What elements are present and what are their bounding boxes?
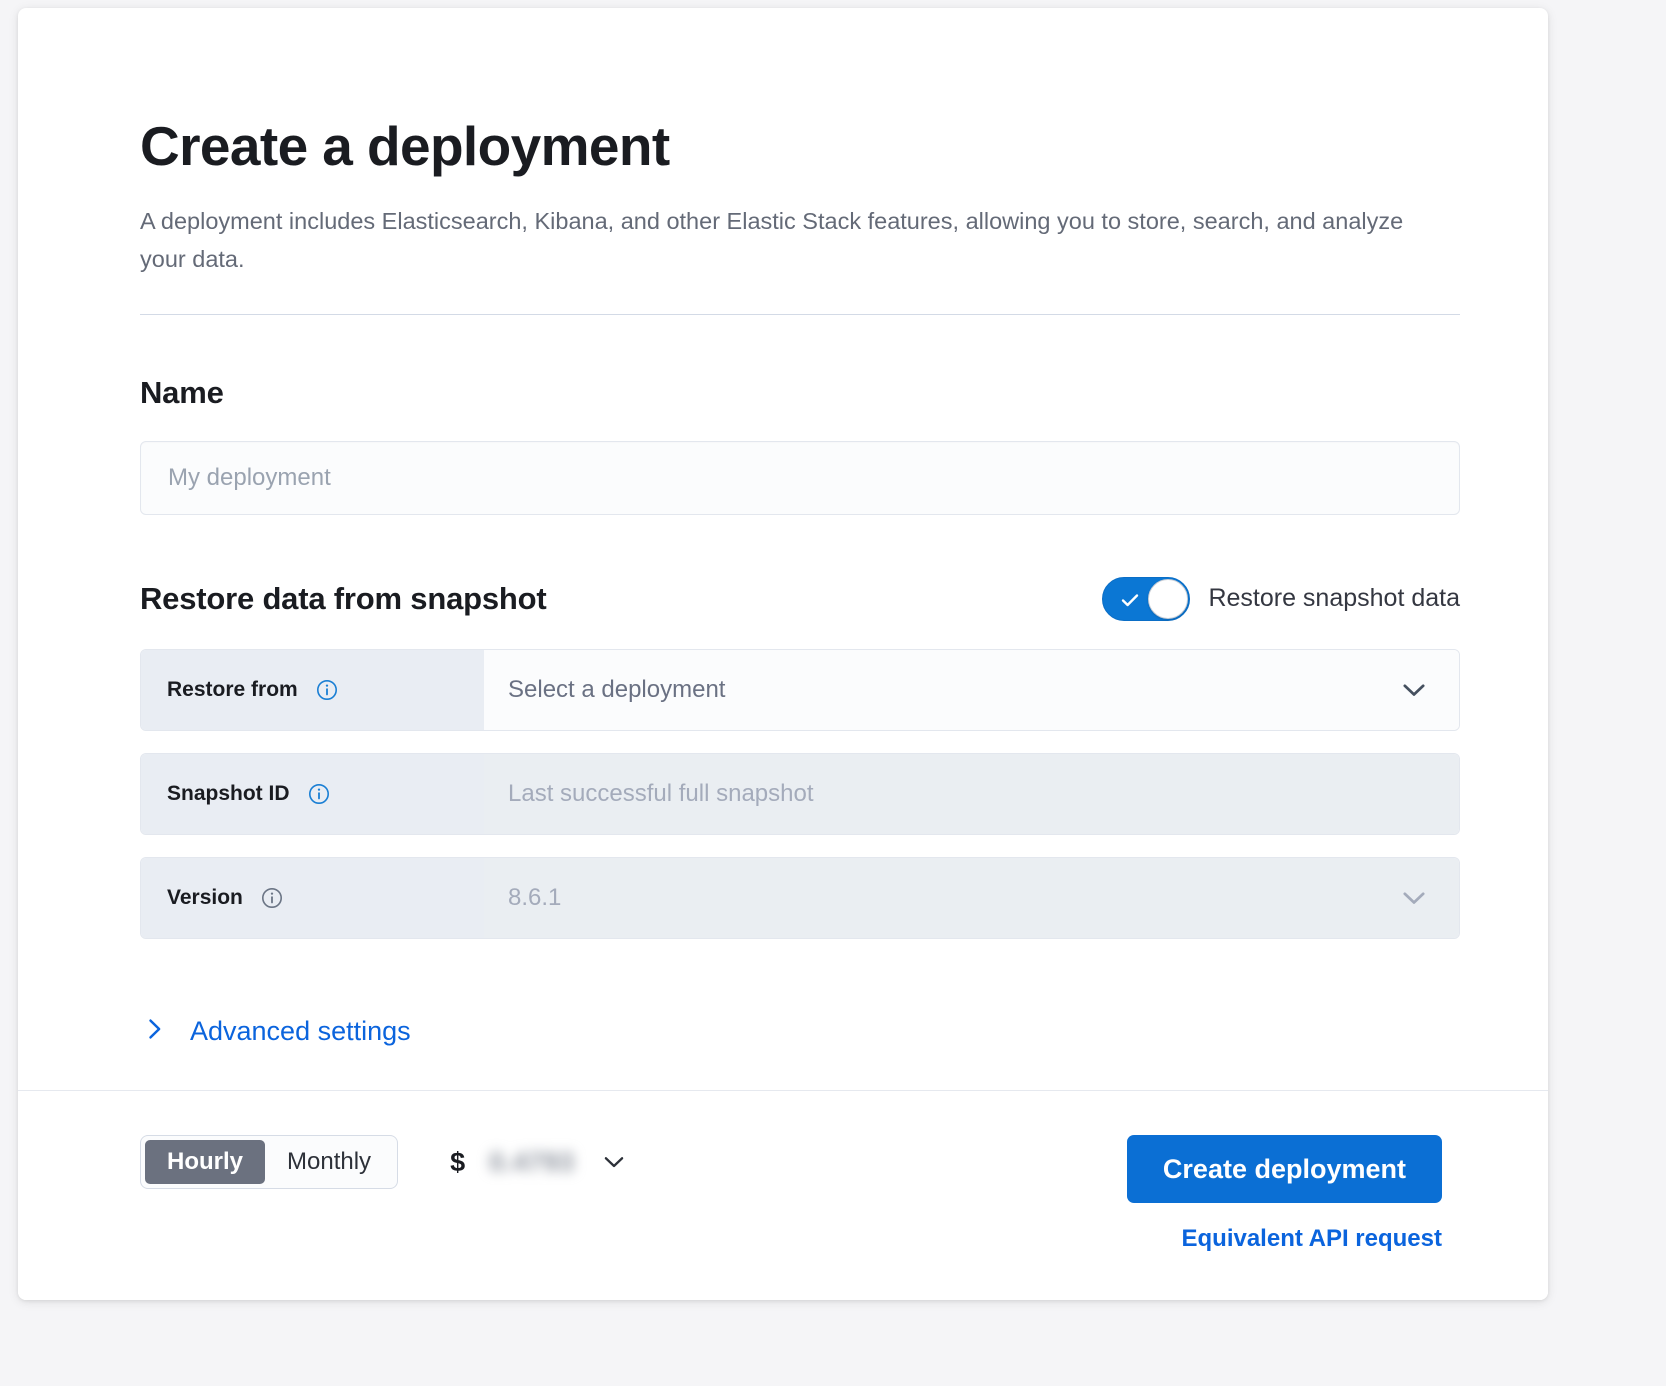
snapshot-id-value: Last successful full snapshot (508, 779, 814, 807)
chevron-right-icon (140, 1015, 168, 1048)
restore-snapshot-toggle[interactable] (1102, 576, 1191, 621)
name-section: Name My deployment (140, 375, 1460, 515)
create-deployment-card: Create a deployment A deployment include… (18, 8, 1548, 1300)
footer-inner: Hourly Monthly $ 0.4793 Crea (140, 1091, 1442, 1300)
restore-from-label: Restore from (167, 677, 298, 701)
restore-section-header: Restore data from snapshot Restore snaps… (140, 576, 1460, 621)
version-row: Version 8.6.1 (140, 856, 1460, 939)
snapshot-id-label-cell: Snapshot ID (141, 753, 484, 834)
snapshot-id-field: Last successful full snapshot (484, 753, 1459, 834)
check-icon (1122, 594, 1139, 607)
deployment-name-input[interactable]: My deployment (140, 440, 1460, 515)
restore-section-title: Restore data from snapshot (140, 580, 547, 616)
restore-from-label-cell: Restore from (141, 649, 484, 730)
chevron-down-icon[interactable] (599, 1147, 629, 1177)
page-title: Create a deployment (140, 115, 670, 177)
advanced-settings-label: Advanced settings (190, 1015, 411, 1046)
price-value: 0.4793 (489, 1146, 575, 1177)
price-display[interactable]: $ 0.4793 (450, 1147, 629, 1178)
advanced-settings-toggle[interactable]: Advanced settings (140, 1015, 411, 1048)
currency-symbol: $ (450, 1146, 466, 1177)
version-value: 8.6.1 (508, 883, 562, 911)
version-field: 8.6.1 (484, 857, 1459, 938)
chevron-down-icon[interactable] (1397, 673, 1431, 707)
billing-period-segmented-control[interactable]: Hourly Monthly (140, 1135, 399, 1189)
toggle-knob (1148, 578, 1189, 619)
snapshot-id-row: Snapshot ID Last successful full snapsho… (140, 752, 1460, 835)
create-deployment-button[interactable]: Create deployment (1126, 1135, 1442, 1203)
snapshot-id-label: Snapshot ID (167, 781, 290, 805)
restore-from-value: Select a deployment (508, 675, 726, 703)
restore-from-field[interactable]: Select a deployment (484, 649, 1459, 730)
chevron-down-icon (1397, 881, 1431, 915)
content-column: Create a deployment A deployment include… (140, 115, 1460, 1048)
restore-toggle-label: Restore snapshot data (1208, 584, 1460, 613)
name-section-title: Name (140, 374, 224, 410)
info-icon[interactable] (315, 678, 339, 702)
footer-right: Create deployment Equivalent API request (1126, 1135, 1442, 1253)
equivalent-api-request-link[interactable]: Equivalent API request (1181, 1225, 1442, 1252)
footer-left: Hourly Monthly $ 0.4793 (140, 1135, 629, 1189)
restore-from-row[interactable]: Restore from Select a deployment (140, 648, 1460, 731)
info-icon[interactable] (260, 886, 284, 910)
version-label-cell: Version (141, 857, 484, 938)
billing-option-hourly[interactable]: Hourly (145, 1140, 266, 1184)
billing-option-monthly[interactable]: Monthly (287, 1148, 372, 1175)
card-body: Create a deployment A deployment include… (18, 8, 1548, 1090)
version-label: Version (167, 885, 243, 909)
page-subtitle: A deployment includes Elasticsearch, Kib… (140, 207, 1404, 272)
card-footer: Hourly Monthly $ 0.4793 Crea (18, 1090, 1548, 1300)
header-divider (140, 313, 1460, 315)
info-icon[interactable] (307, 782, 331, 806)
restore-toggle-group[interactable]: Restore snapshot data (1102, 576, 1460, 621)
